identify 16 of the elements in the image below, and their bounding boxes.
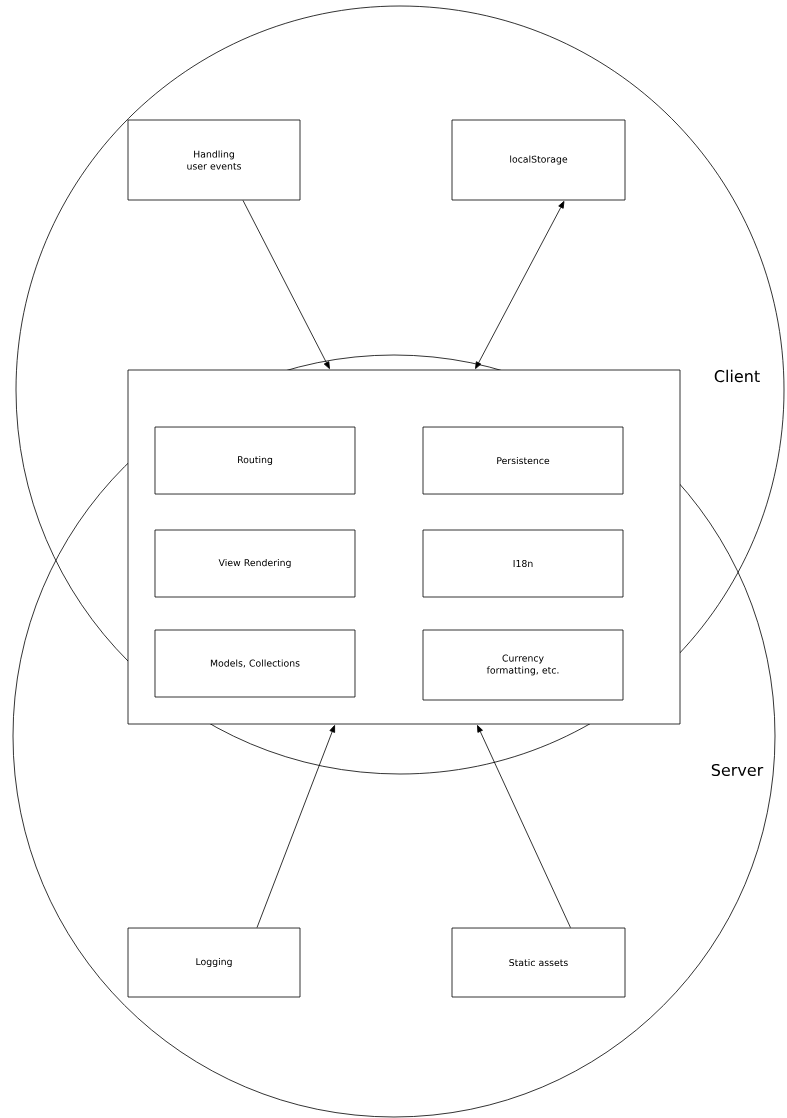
circle-label: Server — [711, 763, 764, 777]
process-box: Persistence — [422, 426, 624, 495]
process-box: Routing — [154, 426, 356, 495]
arrow — [477, 725, 571, 928]
arrow — [256, 725, 336, 928]
process-box: Static assets — [451, 927, 626, 998]
process-box: View Rendering — [154, 529, 356, 598]
process-box: Handling user events — [127, 119, 301, 201]
arrow — [242, 200, 330, 369]
arrow — [475, 201, 565, 369]
process-box: Currency formatting, etc. — [422, 629, 624, 701]
process-box: Logging — [127, 927, 301, 998]
process-box: I18n — [422, 529, 624, 598]
process-box: localStorage — [451, 119, 626, 201]
process-box: Models, Collections — [154, 629, 356, 698]
circle-label: Client — [714, 369, 760, 383]
